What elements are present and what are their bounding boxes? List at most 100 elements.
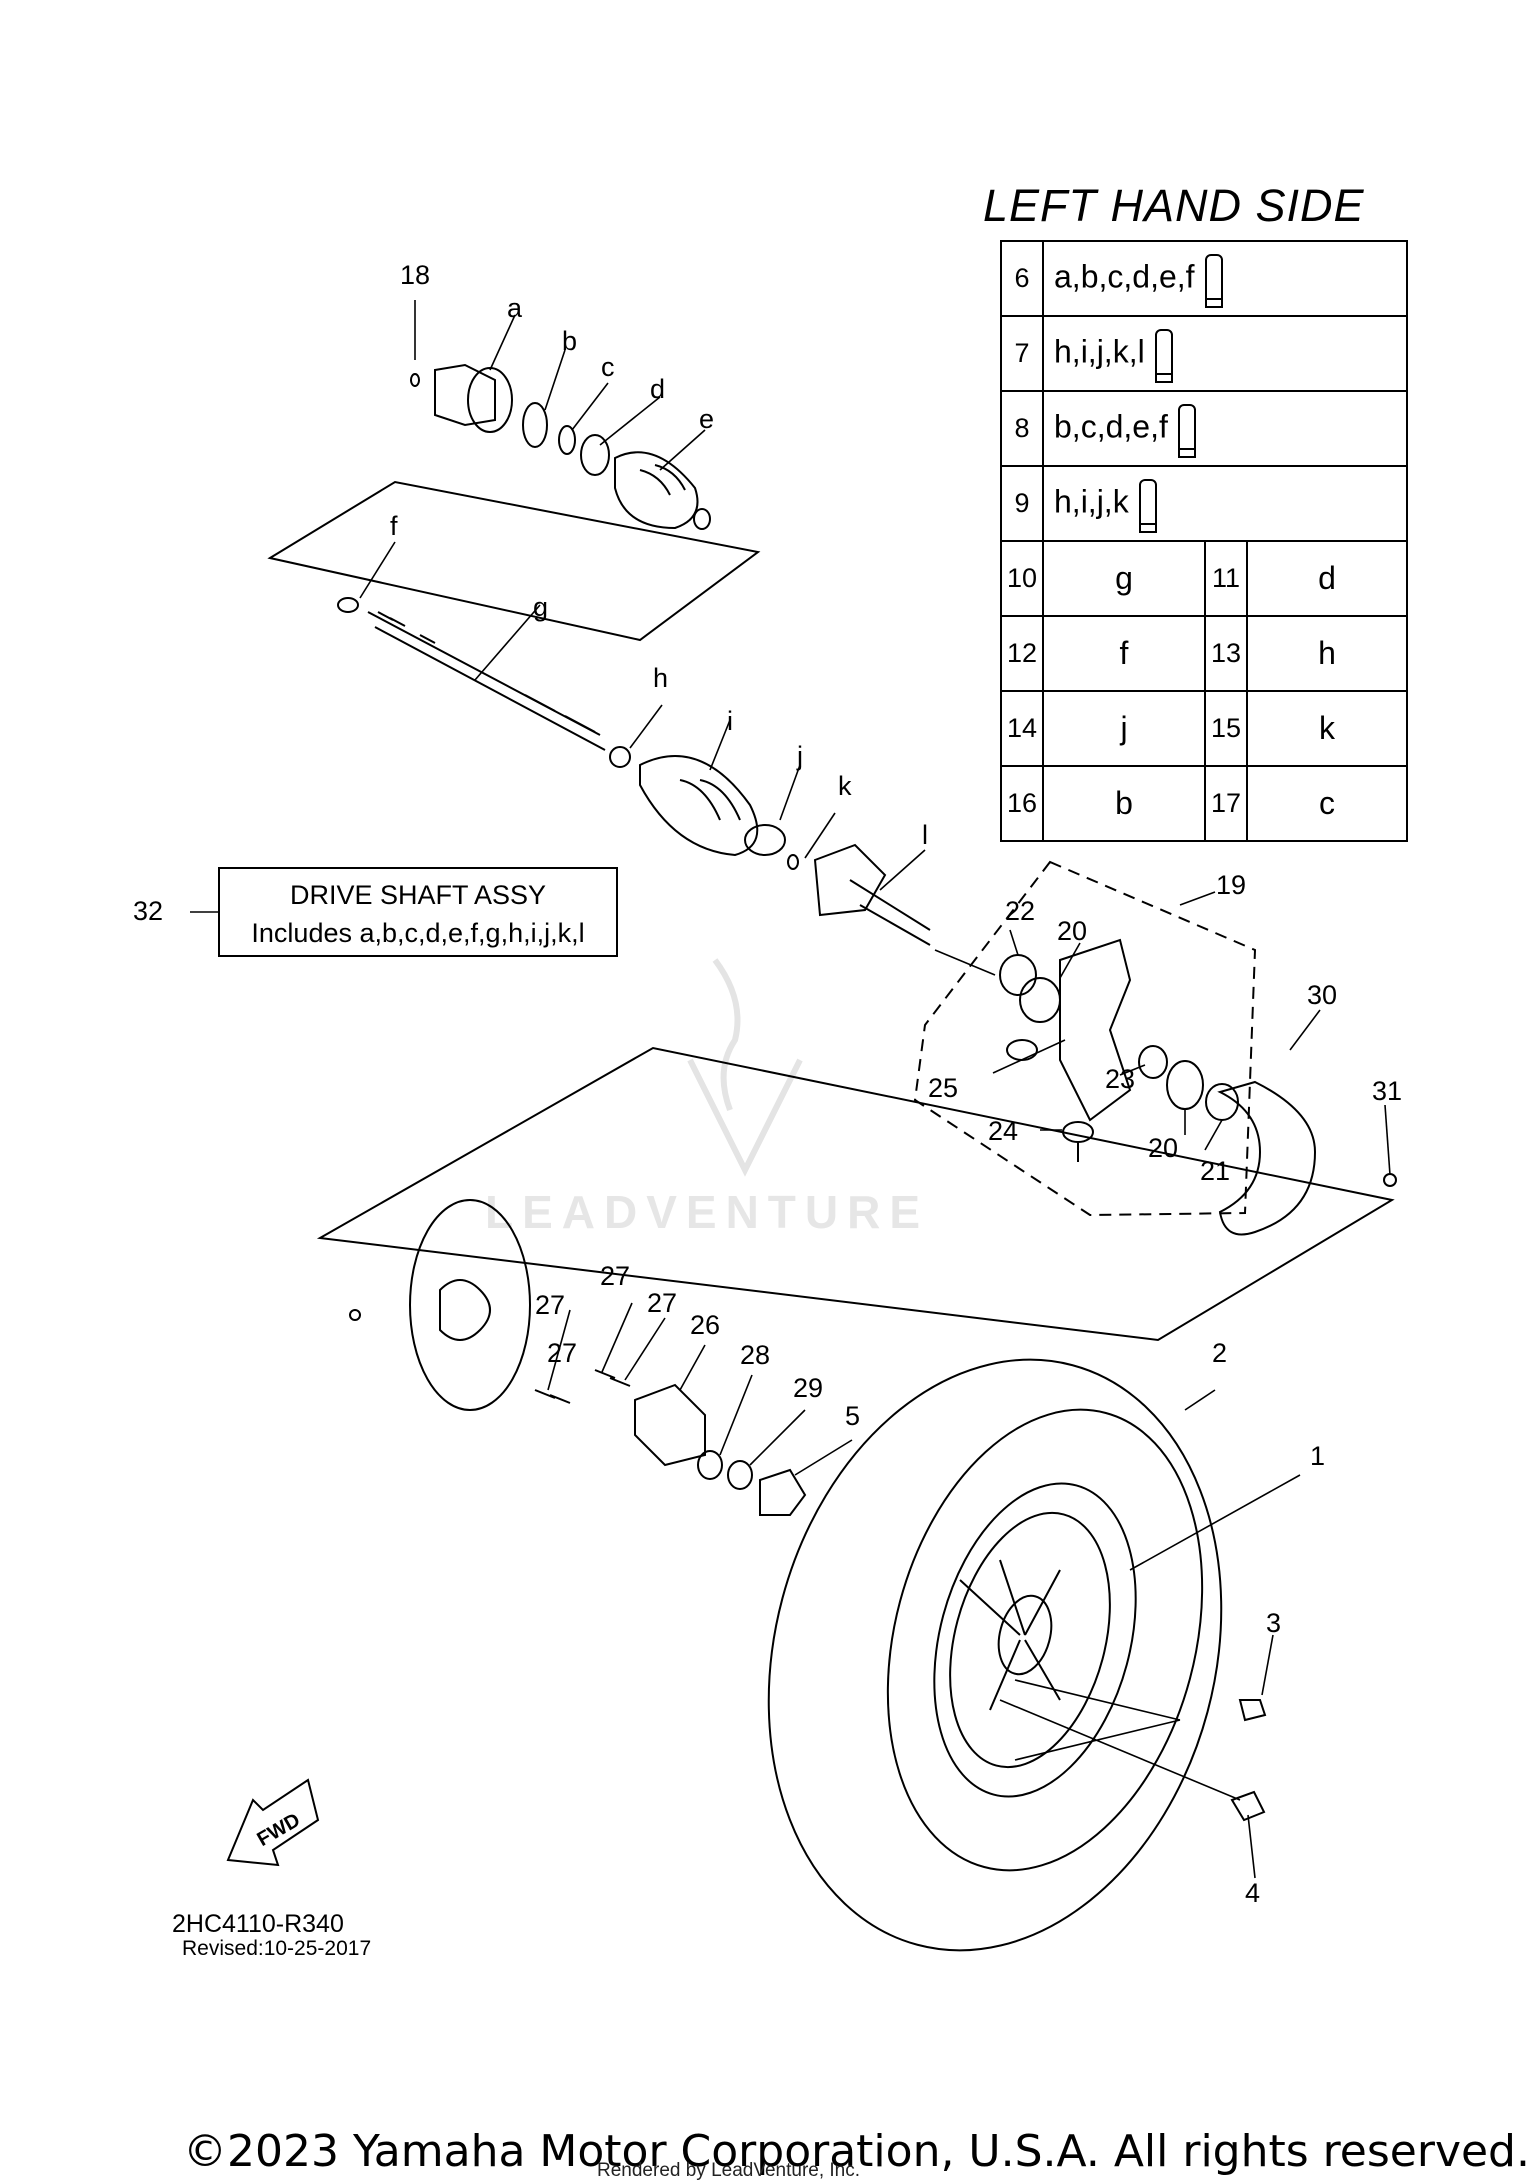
rendered-by-text: Rendered by LeadVenture, Inc.	[597, 2160, 861, 2181]
callout-24[interactable]: 24	[988, 1116, 1019, 1146]
row-num: 14	[1000, 690, 1044, 767]
callout-4[interactable]: 4	[1245, 1878, 1261, 1908]
table-row: 16 b 17 c	[1000, 765, 1408, 842]
brake-disc-left	[349, 1199, 531, 1411]
callout-l[interactable]: l	[922, 820, 928, 850]
row-value: g	[1042, 540, 1206, 617]
row-num: 12	[1000, 615, 1044, 692]
callout-32[interactable]: 32	[133, 896, 164, 926]
row-value: a,b,c,d,e,f	[1042, 240, 1408, 317]
tire-wheel	[767, 1358, 1223, 1952]
diagram-code: 2HC4110-R340	[172, 1910, 344, 1938]
callout-31[interactable]: 31	[1372, 1076, 1403, 1106]
callout-30[interactable]: 30	[1307, 980, 1338, 1010]
grease-tube-icon	[1204, 253, 1223, 308]
hub-assembly	[534, 1369, 807, 1516]
table-row: 10 g 11 d	[1000, 540, 1408, 617]
knuckle-group-outline	[913, 860, 1257, 1217]
row-text: h,i,j,k	[1054, 482, 1129, 519]
copyright-text: ©2023 Yamaha Motor Corporation, U.S.A. A…	[183, 2126, 1530, 2177]
callout-i[interactable]: i	[727, 706, 733, 736]
callout-b[interactable]: b	[562, 326, 578, 356]
leadventure-logo-icon	[687, 958, 803, 1177]
callout-23[interactable]: 23	[1105, 1064, 1136, 1094]
row-num: 7	[1000, 315, 1044, 392]
row-value: h	[1246, 615, 1408, 692]
row-value: k	[1246, 690, 1408, 767]
callout-d[interactable]: d	[650, 374, 666, 404]
valve-parts	[1230, 1699, 1267, 1822]
row-text: b,c,d,e,f	[1054, 407, 1168, 444]
callout-27-b[interactable]: 27	[600, 1261, 631, 1291]
table-row: 12 f 13 h	[1000, 615, 1408, 692]
callout-28[interactable]: 28	[740, 1340, 771, 1370]
assy-includes: Includes a,b,c,d,e,f,g,h,i,j,k,l	[251, 918, 585, 948]
callout-20-lower[interactable]: 20	[1148, 1133, 1179, 1163]
table-row: 9 h,i,j,k	[1000, 465, 1408, 542]
callout-27-a[interactable]: 27	[535, 1290, 566, 1320]
watermark-text: LEADVENTURE	[485, 1186, 930, 1238]
callout-e[interactable]: e	[699, 404, 715, 434]
row-value: b,c,d,e,f	[1042, 390, 1408, 467]
callout-3[interactable]: 3	[1266, 1608, 1282, 1638]
cv-joint-outer	[609, 746, 931, 946]
outline-upper	[267, 480, 761, 642]
parts-diagram	[190, 300, 1397, 1952]
row-value: h,i,j,k,l	[1042, 315, 1408, 392]
table-row: 8 b,c,d,e,f	[1000, 390, 1408, 467]
callout-a[interactable]: a	[507, 293, 523, 323]
callout-22[interactable]: 22	[1005, 896, 1036, 926]
callout-19[interactable]: 19	[1216, 870, 1247, 900]
revised-date: Revised:10-25-2017	[182, 1937, 372, 1960]
row-value: f	[1042, 615, 1206, 692]
cv-joint-inner	[410, 363, 711, 530]
callout-21[interactable]: 21	[1200, 1156, 1231, 1186]
grease-tube-icon	[1154, 328, 1173, 383]
callout-h[interactable]: h	[653, 663, 669, 693]
callout-20-upper[interactable]: 20	[1057, 916, 1088, 946]
row-num: 16	[1000, 765, 1044, 842]
callout-18[interactable]: 18	[400, 260, 431, 290]
row-num: 11	[1204, 540, 1248, 617]
assy-title: DRIVE SHAFT ASSY	[289, 880, 547, 910]
table-row: 6 a,b,c,d,e,f	[1000, 240, 1408, 317]
callout-5[interactable]: 5	[845, 1401, 861, 1431]
row-num: 13	[1204, 615, 1248, 692]
leader-lines	[190, 300, 1391, 1879]
table-row: 7 h,i,j,k,l	[1000, 315, 1408, 392]
grease-tube-icon	[1138, 478, 1157, 533]
row-value: j	[1042, 690, 1206, 767]
row-text: h,i,j,k,l	[1054, 332, 1145, 369]
fwd-arrow-icon	[226, 1778, 320, 1867]
callout-27-d[interactable]: 27	[547, 1338, 578, 1368]
row-value: d	[1246, 540, 1408, 617]
drive-shaft	[337, 597, 606, 751]
row-num: 10	[1000, 540, 1044, 617]
row-value: b	[1042, 765, 1206, 842]
row-num: 15	[1204, 690, 1248, 767]
callout-25[interactable]: 25	[928, 1073, 959, 1103]
row-num: 17	[1204, 765, 1248, 842]
callout-27-c[interactable]: 27	[647, 1288, 678, 1318]
grease-tube-icon	[1177, 403, 1196, 458]
callout-29[interactable]: 29	[793, 1373, 824, 1403]
row-num: 9	[1000, 465, 1044, 542]
callout-f[interactable]: f	[390, 511, 398, 541]
callout-1[interactable]: 1	[1310, 1441, 1326, 1471]
outline-lower	[316, 1046, 1395, 1342]
row-value: h,i,j,k	[1042, 465, 1408, 542]
page-title: LEFT HAND SIDE	[983, 180, 1365, 231]
callout-j[interactable]: j	[797, 741, 803, 771]
reference-table: 6 a,b,c,d,e,f 7 h,i,j,k,l 8 b,c,d,e,f 9 …	[1000, 240, 1408, 842]
callout-c[interactable]: c	[601, 352, 615, 382]
drive-shaft-assy-box: DRIVE SHAFT ASSY Includes a,b,c,d,e,f,g,…	[218, 867, 618, 957]
callout-k[interactable]: k	[838, 771, 852, 801]
callout-26[interactable]: 26	[690, 1310, 721, 1340]
row-num: 6	[1000, 240, 1044, 317]
callout-g[interactable]: g	[533, 592, 549, 622]
callout-2[interactable]: 2	[1212, 1338, 1228, 1368]
row-num: 8	[1000, 390, 1044, 467]
row-value: c	[1246, 765, 1408, 842]
table-row: 14 j 15 k	[1000, 690, 1408, 767]
row-text: a,b,c,d,e,f	[1054, 257, 1195, 294]
